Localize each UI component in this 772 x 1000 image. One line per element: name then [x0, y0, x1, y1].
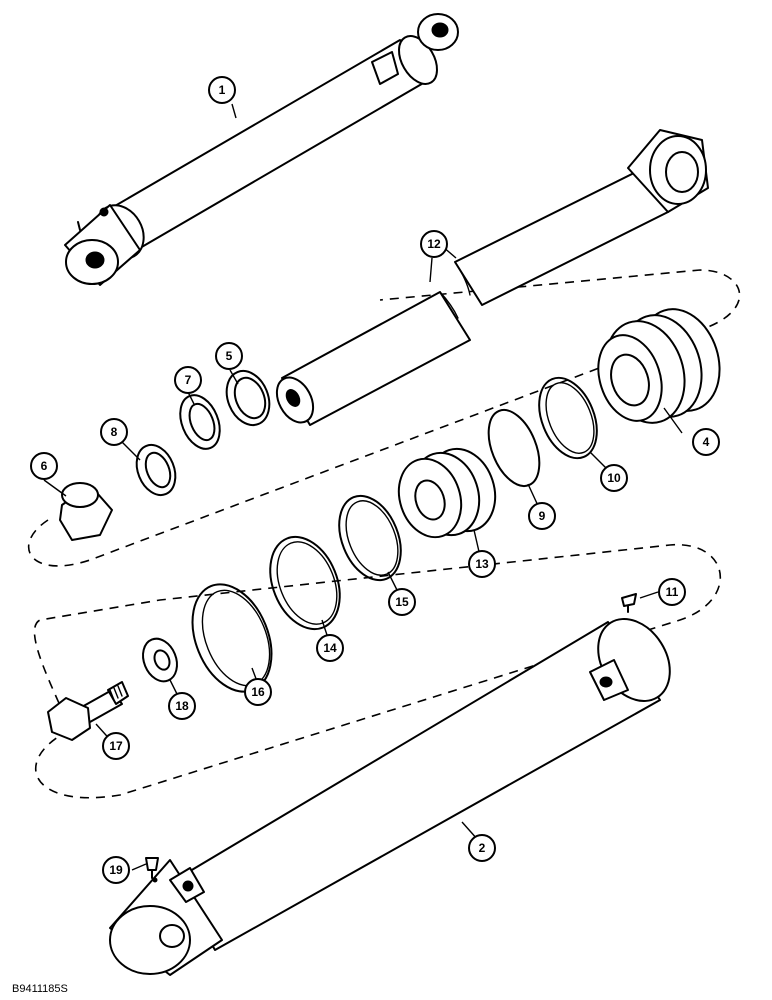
part-16-seal: [191, 583, 273, 693]
part-2-cylinder-barrel: [109, 618, 671, 976]
callout-18-label: 18: [175, 699, 189, 713]
callout-1-label: 1: [219, 83, 226, 97]
callout-7-label: 7: [185, 373, 192, 387]
part-18-washer: [142, 637, 178, 683]
dashed-group-outline-lower: [33, 544, 721, 799]
callout-8: 8: [100, 418, 128, 446]
part-14-wear-ring: [269, 535, 341, 631]
callout-19: 19: [102, 856, 130, 884]
callout-9: 9: [528, 502, 556, 530]
callout-2-label: 2: [479, 841, 486, 855]
callout-7: 7: [174, 366, 202, 394]
callout-5-label: 5: [226, 349, 233, 363]
callout-16-label: 16: [251, 685, 265, 699]
callout-1: 1: [208, 76, 236, 104]
callout-6: 6: [30, 452, 58, 480]
callout-17-label: 17: [109, 739, 123, 753]
callout-10-label: 10: [607, 471, 621, 485]
callout-4: 4: [692, 428, 720, 456]
callout-14-label: 14: [323, 641, 337, 655]
part-10-ring: [538, 376, 598, 460]
callout-12: 12: [420, 230, 448, 258]
callout-8-label: 8: [111, 425, 118, 439]
part-1-cylinder-barrel: [64, 13, 459, 286]
callout-18: 18: [168, 692, 196, 720]
callout-17: 17: [102, 732, 130, 760]
callout-16: 16: [244, 678, 272, 706]
part-4-gland: [597, 308, 721, 424]
callout-14: 14: [316, 634, 344, 662]
part-6-nut: [59, 482, 113, 541]
callout-13: 13: [468, 550, 496, 578]
part-7-rod-seal: [179, 394, 221, 450]
callout-19-label: 19: [109, 863, 123, 877]
callout-15-label: 15: [395, 595, 409, 609]
callout-15: 15: [388, 588, 416, 616]
callout-9-label: 9: [539, 509, 546, 523]
part-8-backup-ring: [135, 443, 177, 497]
callout-10: 10: [600, 464, 628, 492]
part-17-bolt: [47, 681, 129, 741]
callout-11-label: 11: [666, 585, 679, 599]
part-19-grease-fitting: [145, 857, 159, 879]
part-12-piston-rod: [275, 129, 709, 426]
part-13-piston: [397, 447, 497, 539]
callout-4-label: 4: [703, 435, 710, 449]
callout-2: 2: [468, 834, 496, 862]
callout-11: 11: [658, 578, 686, 606]
callout-13-label: 13: [475, 557, 489, 571]
part-5-wiper: [225, 369, 271, 427]
callout-6-label: 6: [41, 459, 48, 473]
part-15-ring: [338, 494, 402, 582]
document-id: B9411185S: [12, 983, 68, 995]
callout-5: 5: [215, 342, 243, 370]
part-11-fitting: [621, 593, 637, 613]
callout-12-label: 12: [427, 237, 441, 251]
